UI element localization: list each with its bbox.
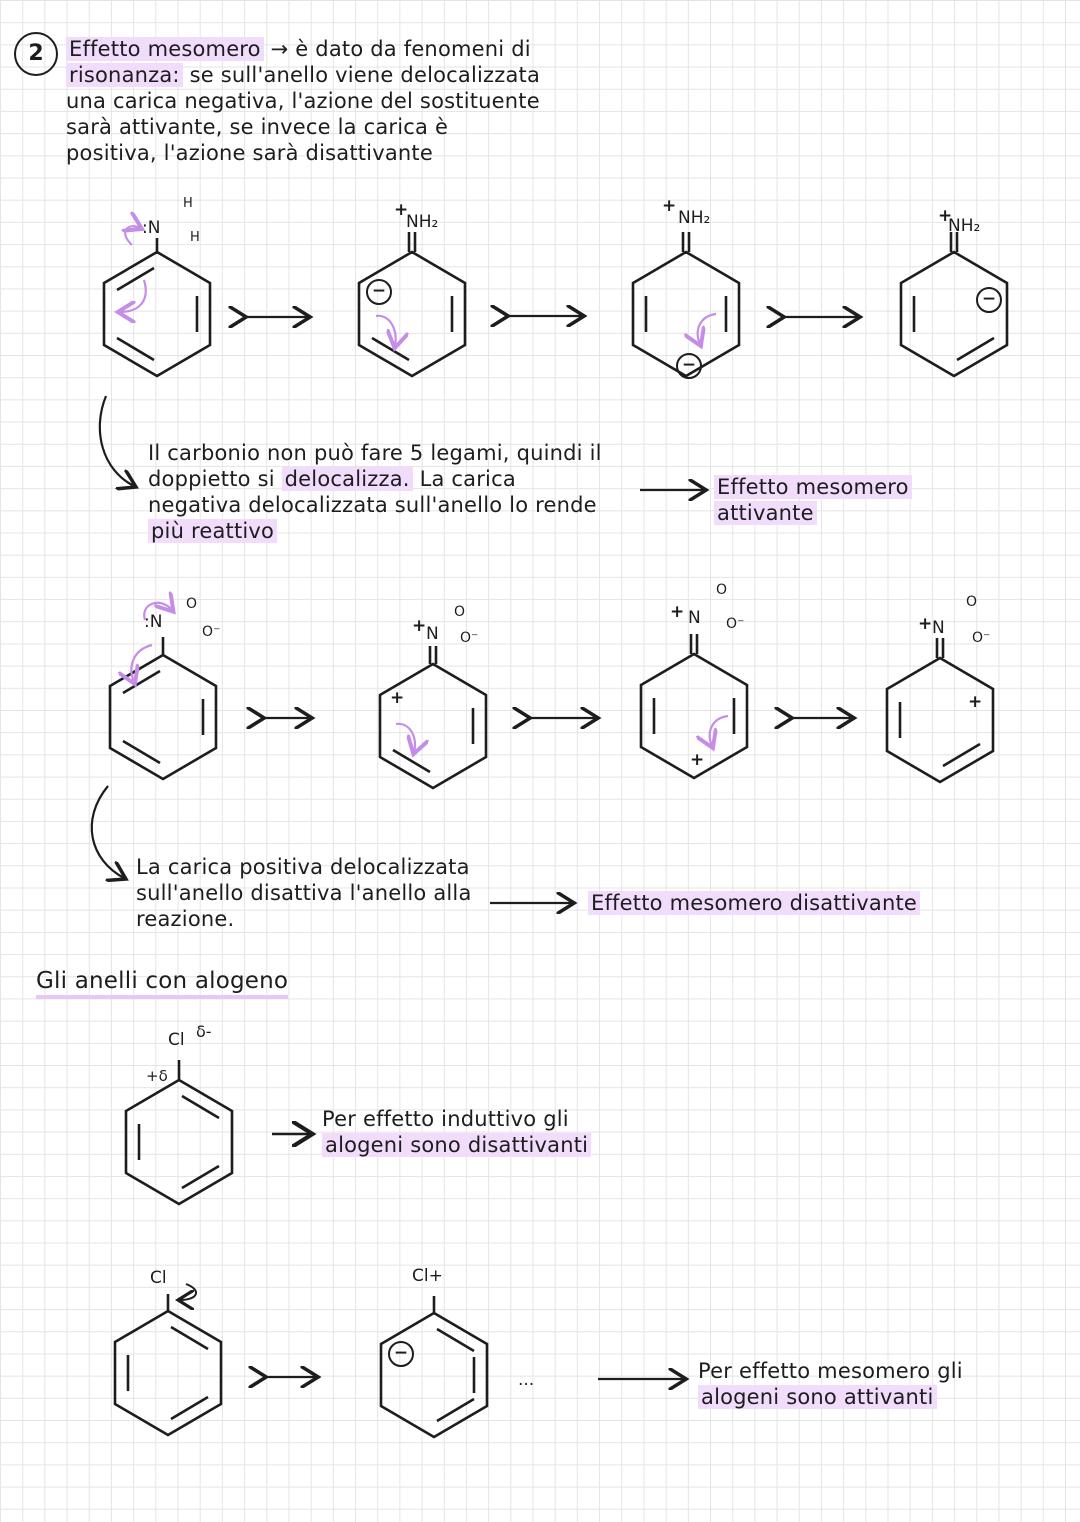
note-deactivating: La carica positiva delocalizzata sull'an… <box>136 855 472 931</box>
nitro-o-minus: O⁻ <box>972 630 991 646</box>
result-deactivating: Effetto mesomero disattivante <box>588 890 968 916</box>
aniline-structure <box>102 226 212 378</box>
note-arrows-row2 <box>90 785 572 903</box>
plus-charge: + <box>938 206 953 226</box>
chlorobenzene-inductive <box>124 1060 310 1206</box>
intro-rest: → è dato da fenomeni di <box>270 37 531 61</box>
intro-line3: una carica negativa, l'azione del sostit… <box>66 89 540 113</box>
plus-charge: + <box>412 616 427 636</box>
nitro-n: N <box>688 608 701 628</box>
nitro-o-minus: O⁻ <box>726 616 745 632</box>
section-number: 2 <box>14 32 58 76</box>
nitro-o: O <box>186 596 198 612</box>
aniline-h2: H <box>190 230 200 245</box>
intro-risonanza: risonanza: <box>66 63 183 87</box>
nitro-n: :N <box>144 612 163 632</box>
delta-plus: +δ <box>146 1067 168 1085</box>
aniline-resonance-4 <box>899 232 1009 378</box>
note-activating: Il carbonio non può fare 5 legami, quind… <box>148 441 602 543</box>
chlorine-label: Cl <box>150 1268 167 1288</box>
nitro-o: O <box>454 604 466 620</box>
nitro-n: N <box>932 618 945 638</box>
ellipsis: ... <box>518 1370 535 1390</box>
chlorobenzene-mesomeric <box>113 1283 223 1437</box>
minus-charge: − <box>676 353 702 379</box>
nitro-n: N <box>426 624 439 644</box>
plus-charge: + <box>390 688 405 708</box>
nh2-label: NH₂ <box>406 212 439 232</box>
nh2-label: NH₂ <box>678 208 711 228</box>
nitro-o-minus: O⁻ <box>460 630 479 646</box>
chlorine-label: Cl <box>168 1030 185 1050</box>
plus-charge: + <box>918 614 933 634</box>
nitro-resonance-3 <box>639 634 749 780</box>
nitro-o-minus: O⁻ <box>202 624 221 640</box>
delta-minus: δ- <box>196 1022 212 1041</box>
nitrobenzene-structure <box>108 603 218 781</box>
plus-charge: + <box>670 602 685 622</box>
plus-charge: + <box>968 692 983 712</box>
aniline-resonance-2 <box>357 232 467 378</box>
minus-charge: − <box>976 287 1002 313</box>
nh2-label: NH₂ <box>948 216 981 236</box>
note-arrows-row1 <box>98 395 704 490</box>
intro-line4: sarà attivante, se invece la carica è <box>66 115 449 139</box>
section-title: Effetto mesomero <box>66 37 264 61</box>
note-inductive: Per effetto induttivo gli alogeni sono d… <box>322 1106 632 1158</box>
halogen-heading: Gli anelli con alogeno <box>36 968 289 999</box>
chlorine-plus-label: Cl+ <box>412 1266 443 1286</box>
resonance-arrows-row4 <box>264 1377 684 1379</box>
chlorobenzene-resonance-2 <box>379 1296 489 1439</box>
intro-line2: se sull'anello viene delocalizzata <box>189 63 541 87</box>
note-mesomeric: Per effetto mesomero gli alogeni sono at… <box>698 1359 963 1409</box>
plus-charge: + <box>394 200 409 220</box>
aniline-h1: H <box>183 196 193 211</box>
resonance-arrows-row1 <box>244 316 858 317</box>
nitro-resonance-4 <box>885 638 995 784</box>
intro-line5: positiva, l'azione sarà disattivante <box>66 141 433 165</box>
section-intro: Effetto mesomero → è dato da fenomeni di… <box>66 36 606 166</box>
aniline-n: :N <box>142 218 161 238</box>
minus-charge: − <box>388 1341 414 1367</box>
result-activating: Effetto mesomero attivante <box>714 474 954 526</box>
nitro-resonance-2 <box>378 646 488 790</box>
nitro-o: O <box>966 594 978 610</box>
plus-charge: + <box>662 196 677 216</box>
minus-charge: − <box>366 279 392 305</box>
plus-charge: + <box>690 750 705 770</box>
nitro-o: O <box>716 582 728 598</box>
